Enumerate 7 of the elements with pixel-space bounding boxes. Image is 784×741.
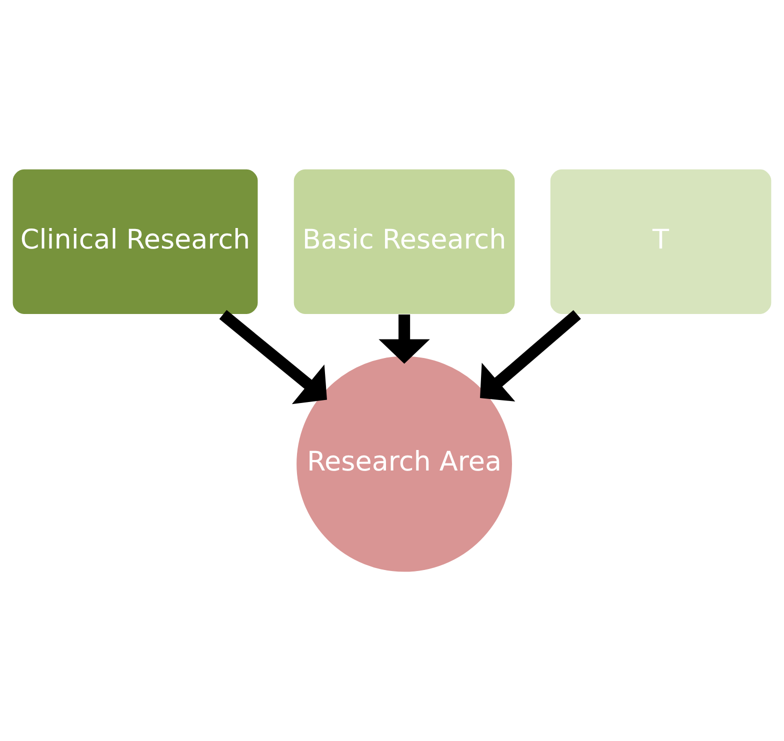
node-circle: Research Area	[296, 355, 513, 573]
arrow	[378, 314, 430, 364]
arrow	[219, 310, 327, 404]
node-box: Basic Research	[292, 168, 516, 315]
node-box: T	[549, 168, 772, 315]
arrow	[480, 310, 581, 402]
node-box: Clinical Research	[12, 168, 259, 315]
